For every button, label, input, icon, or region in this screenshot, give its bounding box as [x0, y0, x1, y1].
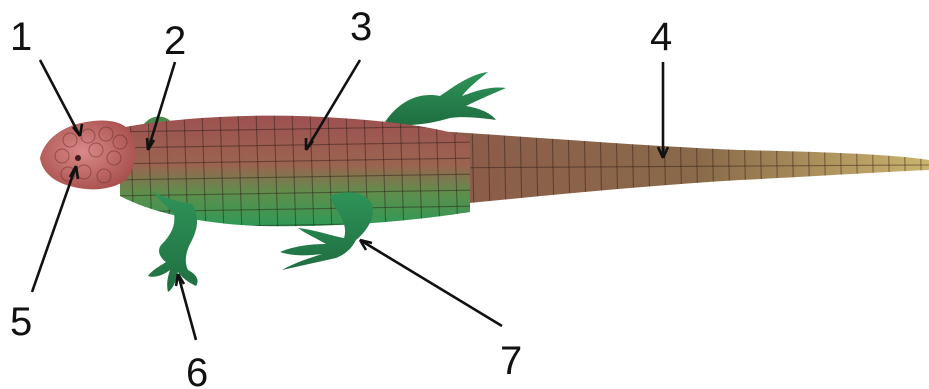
label-4: 4 — [650, 15, 672, 59]
far-hind-leg — [385, 72, 506, 125]
label-2: 2 — [164, 19, 186, 63]
label-6: 6 — [186, 351, 208, 389]
tail — [420, 120, 929, 215]
label-7: 7 — [500, 339, 522, 383]
label-1: 1 — [10, 15, 32, 59]
label-5: 5 — [10, 300, 32, 344]
label-3: 3 — [350, 5, 372, 49]
head — [40, 121, 135, 190]
eye — [75, 155, 81, 161]
trunk — [110, 110, 480, 235]
